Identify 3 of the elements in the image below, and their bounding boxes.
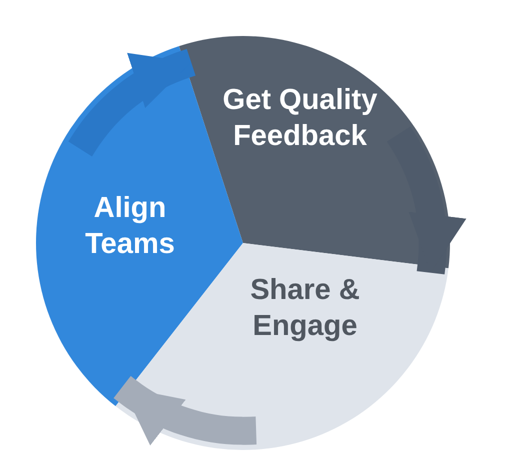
segment-label: Align Teams [84,191,176,262]
segment-label: Share & Engage [249,273,361,344]
segment-label: Get Quality Feedback [222,83,378,154]
